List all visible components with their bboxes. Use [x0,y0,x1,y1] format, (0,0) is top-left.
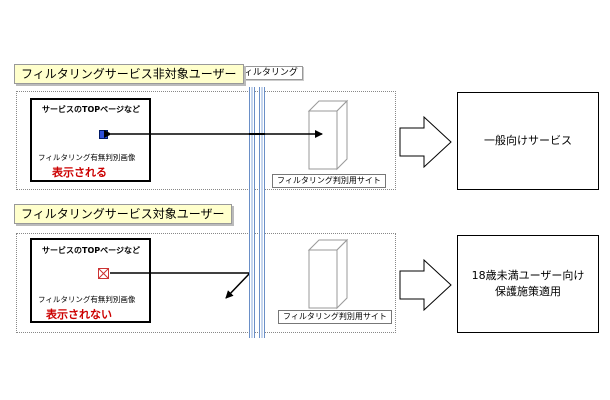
nontarget-header: フィルタリングサービス非対象ユーザー [14,64,244,84]
target-area [16,233,396,333]
nontarget-site-label: フィルタリング判別用サイト [272,174,386,188]
filter-bar [249,87,255,338]
general-service-box: 一般向けサービス [457,92,599,190]
general-service-label: 一般向けサービス [484,134,572,147]
result-arrow-icon [399,115,452,169]
nontarget-page-title: サービスのTOPページなど [42,105,140,114]
target-header: フィルタリングサービス対象ユーザー [14,204,232,224]
target-image-caption: フィルタリング有無判別画像 [38,295,136,304]
nontarget-status: 表示される [52,166,107,179]
arrow-through-filter [249,133,265,135]
nontarget-top-page [30,98,151,182]
protection-service-box: 18歳未満ユーザー向け 保護施策適用 [457,235,599,333]
broken-image-icon [98,268,109,279]
target-top-page [30,238,151,323]
protection-service-line1: 18歳未満ユーザー向け [471,269,585,282]
protection-service-line2: 保護施策適用 [495,285,561,298]
target-page-title: サービスのTOPページなど [42,246,140,255]
blocked-arrow [110,272,252,299]
target-status: 表示されない [46,308,112,321]
server-icon [307,99,349,171]
nontarget-area [16,91,396,190]
filtering-label: フィルタリング [230,66,303,80]
server-icon [307,238,349,310]
nontarget-image-caption: フィルタリング有無判別画像 [38,153,136,162]
filter-bar [259,87,265,338]
target-site-label: フィルタリング判別用サイト [278,310,392,324]
result-arrow-icon [399,258,452,312]
